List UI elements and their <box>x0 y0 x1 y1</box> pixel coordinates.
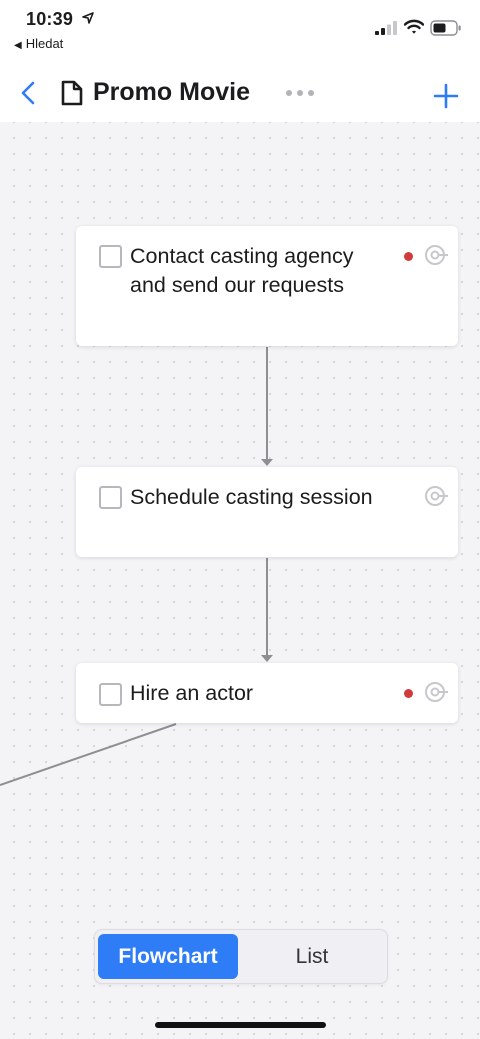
plus-icon[interactable] <box>430 80 462 112</box>
battery-icon <box>430 20 461 36</box>
task-checkbox[interactable] <box>99 683 122 706</box>
more-dots-icon[interactable] <box>283 86 317 100</box>
status-bar: 10:39 ◀Hledat <box>0 0 480 62</box>
page-title: Promo Movie <box>93 78 250 106</box>
task-checkbox[interactable] <box>99 245 122 268</box>
flowchart-connectors <box>0 347 273 786</box>
document-icon <box>61 80 83 106</box>
task-label: Schedule casting session <box>130 485 373 509</box>
task-card[interactable]: Hire an actor <box>76 663 458 723</box>
back-app-label: Hledat <box>25 36 64 51</box>
task-card[interactable]: Schedule casting session <box>76 467 458 557</box>
segment-list[interactable]: List <box>295 945 329 968</box>
connector-arrowhead-1-2 <box>261 459 273 466</box>
priority-dot <box>404 252 413 261</box>
location-arrow-icon <box>82 12 94 24</box>
wifi-icon <box>404 19 424 34</box>
connector-arrowhead-2-3 <box>261 655 273 662</box>
home-indicator[interactable] <box>155 1022 326 1028</box>
flowchart-canvas[interactable]: Contact casting agency and send our requ… <box>0 122 480 1039</box>
task-checkbox[interactable] <box>99 486 122 509</box>
view-segmented-control: Flowchart List <box>94 929 388 984</box>
task-card[interactable]: Contact casting agency and send our requ… <box>76 226 458 346</box>
connect-handle-icon[interactable] <box>425 484 449 508</box>
connector-line-3-offscreen <box>0 723 177 786</box>
back-chevron-icon[interactable] <box>14 78 44 108</box>
task-label: Contact casting agency and send our requ… <box>130 244 354 297</box>
connect-handle-icon[interactable] <box>425 680 449 704</box>
task-label: Hire an actor <box>130 681 254 705</box>
back-triangle-icon: ◀ <box>14 40 22 51</box>
nav-bar: Promo Movie <box>0 62 480 123</box>
priority-dot <box>404 689 413 698</box>
status-time: 10:39 <box>26 9 74 29</box>
cellular-signal-icon <box>375 21 397 35</box>
connect-handle-icon[interactable] <box>425 243 449 267</box>
back-to-app-link[interactable]: ◀Hledat <box>14 36 63 51</box>
segment-flowchart[interactable]: Flowchart <box>98 934 238 979</box>
